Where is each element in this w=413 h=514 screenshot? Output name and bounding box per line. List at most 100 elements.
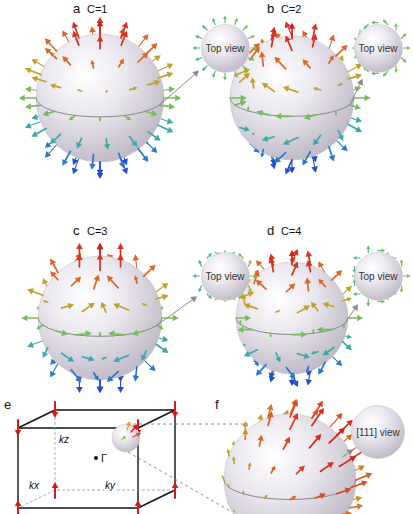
field-arrow-head: [222, 475, 225, 478]
field-arrow-shaft: [144, 351, 146, 356]
sphere-body: [38, 256, 162, 380]
cube-edge: [138, 490, 175, 508]
leader-arrow-head: [352, 304, 358, 311]
leader-arrow-shaft: [350, 84, 360, 105]
ring-arrow-shaft: [196, 47, 200, 48]
field-arrow-head: [306, 379, 312, 386]
ring-arrow-shaft: [241, 294, 243, 296]
field-arrow-shaft: [329, 418, 338, 428]
field-arrow-shaft: [343, 342, 348, 347]
field-arrow-head: [97, 35, 104, 41]
field-arrow-head: [97, 387, 104, 393]
field-arrow-head: [311, 23, 317, 30]
leader-arrow-head: [192, 71, 199, 77]
field-arrow-head: [303, 353, 310, 359]
field-arrow-head: [283, 139, 290, 145]
field-arrow-head: [45, 48, 52, 54]
field-arrow-shaft: [329, 40, 332, 49]
ring-arrow-shaft: [205, 66, 207, 68]
view-sphere: [111] view: [351, 405, 405, 459]
field-arrow-head: [262, 135, 269, 141]
field-arrow-head: [239, 320, 241, 322]
corner-arrow-shaft: [137, 506, 139, 514]
field-arrow-head: [323, 302, 330, 308]
ring-arrow-head: [244, 67, 248, 71]
field-arrow-shaft: [309, 371, 311, 380]
field-arrow-shaft: [119, 153, 122, 162]
ring-arrow-shaft: [200, 263, 201, 266]
field-arrow-shaft: [136, 367, 137, 376]
field-arrow-head: [313, 87, 317, 91]
field-arrow-shaft: [305, 152, 310, 161]
field-arrow-shaft: [262, 57, 263, 66]
field-arrow-head: [232, 456, 236, 460]
field-arrow-head: [133, 254, 140, 260]
field-arrow-head: [302, 159, 308, 166]
ring-arrow-shaft: [243, 66, 245, 68]
field-arrow-shaft: [144, 269, 151, 276]
field-arrow-head: [243, 73, 250, 79]
field-arrow-head: [61, 330, 68, 336]
ring-arrow-head: [407, 46, 411, 50]
sphere-body: [230, 36, 354, 160]
ring-arrow-head: [371, 21, 375, 25]
field-arrow-head: [256, 280, 263, 286]
ring-arrow-shaft: [198, 37, 201, 38]
ring-arrow-shaft: [368, 300, 369, 304]
ring-arrow-shaft: [214, 72, 215, 75]
field-arrow-shaft: [25, 97, 36, 99]
field-arrow-head: [329, 55, 334, 60]
ring-arrow-shaft: [196, 275, 200, 276]
ring-arrow-shaft: [378, 301, 382, 302]
field-arrow-head: [89, 163, 96, 169]
field-arrow-shaft: [92, 64, 95, 68]
field-arrow-head: [97, 173, 104, 179]
field-arrow-head: [94, 274, 100, 281]
field-arrow-head: [162, 336, 169, 342]
field-arrow-head: [345, 286, 352, 292]
field-arrow-shaft: [31, 105, 41, 106]
cube-edge: [138, 410, 175, 428]
field-arrow-head: [256, 260, 262, 267]
field-arrow-head: [88, 355, 95, 361]
field-arrow-head: [347, 297, 352, 302]
corner-arrow-head: [52, 482, 59, 488]
sphere-body: [224, 414, 356, 514]
field-arrow-head: [347, 334, 352, 339]
field-arrow-shaft: [65, 151, 70, 160]
field-arrow-head: [162, 283, 169, 289]
field-arrow-head: [329, 155, 335, 162]
ring-arrow-head: [195, 57, 199, 61]
ring-arrow-shaft: [375, 22, 379, 23]
field-arrow-shaft: [271, 156, 273, 163]
ring-arrow-head: [400, 289, 404, 293]
field-arrow-head: [292, 400, 298, 407]
field-arrow-head: [278, 310, 281, 312]
field-arrow-head: [149, 365, 156, 372]
field-arrow-shaft: [313, 331, 315, 333]
mini-arrow-head: [132, 424, 138, 430]
field-arrow-shaft: [157, 325, 160, 327]
field-arrow-shaft: [104, 357, 106, 360]
field-arrow-head: [75, 376, 81, 383]
field-arrow-head: [338, 135, 344, 142]
mini-arrow-head: [122, 436, 126, 439]
field-arrow-shaft: [158, 125, 168, 130]
ring-arrow-head: [254, 46, 258, 50]
field-arrow-shaft: [148, 132, 156, 138]
field-arrow-head: [304, 114, 311, 120]
field-arrow-head: [244, 351, 251, 357]
ring-arrow-shaft: [249, 286, 250, 289]
field-arrow-head: [131, 140, 137, 147]
field-arrow-head: [25, 86, 31, 93]
field-arrow-head: [76, 387, 83, 393]
field-arrow-head: [283, 86, 290, 92]
field-arrow-shaft: [119, 63, 122, 67]
field-arrow-head: [306, 260, 312, 267]
field-arrow-shaft: [159, 105, 169, 106]
field-arrow-shaft: [56, 331, 62, 333]
field-arrow-shaft: [276, 353, 278, 358]
field-arrow-head: [320, 493, 327, 499]
field-arrow-shaft: [247, 108, 249, 110]
field-arrow-head: [27, 288, 34, 294]
